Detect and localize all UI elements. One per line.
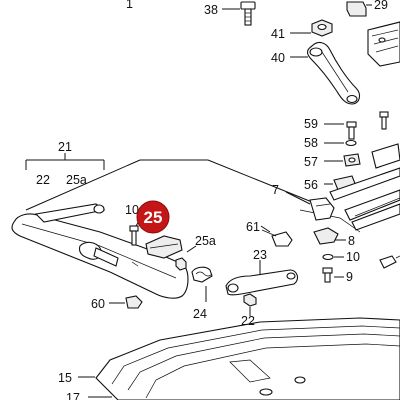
callout-60: 60 — [91, 297, 105, 311]
callout-23: 23 — [253, 248, 267, 262]
highlight-circle — [136, 200, 170, 234]
washer-10-right — [322, 253, 334, 261]
callout-15: 15 — [58, 371, 72, 385]
screw-9 — [322, 267, 333, 283]
upper-right-bracket — [367, 21, 400, 67]
callout-24: 24 — [193, 307, 207, 321]
callout-10-right: 10 — [346, 250, 360, 264]
callout-17: 17 — [66, 391, 80, 400]
nut-41 — [311, 19, 333, 37]
assembly-outline — [25, 159, 361, 233]
callout-57: 57 — [304, 155, 318, 169]
callout-22: 22 — [36, 173, 50, 187]
nut-25a — [175, 257, 187, 271]
washer-58 — [345, 139, 357, 147]
front-cross-member — [11, 203, 189, 299]
bracket-21 — [25, 153, 105, 170]
callout-9: 9 — [346, 270, 353, 284]
callout-58: 58 — [304, 136, 318, 150]
bracket-8 — [313, 227, 339, 245]
bracket-7 — [309, 197, 335, 221]
right-screws — [371, 111, 400, 169]
right-small-part — [379, 255, 400, 269]
callout-29: 29 — [374, 0, 388, 12]
bracket-25 — [145, 235, 183, 259]
callout-25a-mid: 25a — [195, 234, 216, 248]
callout-40: 40 — [271, 51, 285, 65]
arm-23 — [225, 269, 299, 296]
clip-57 — [343, 153, 361, 167]
callout-25a-top: 25a — [66, 173, 87, 187]
callout-7: 7 — [272, 183, 279, 197]
callout-41: 41 — [271, 27, 285, 41]
callout-59: 59 — [304, 117, 318, 131]
bracket-61 — [261, 229, 293, 247]
callout-8: 8 — [348, 234, 355, 248]
spring-24 — [191, 266, 213, 283]
callout-56: 56 — [304, 178, 318, 192]
clip-60 — [125, 295, 143, 309]
callout-22-bottom: 22 — [241, 314, 255, 328]
screw-59 — [346, 121, 357, 140]
callout-1: 1 — [126, 0, 133, 11]
block-29 — [346, 1, 367, 17]
arm-40 — [306, 41, 361, 105]
highlight-label: 25 — [144, 208, 163, 227]
callout-61: 61 — [246, 220, 260, 234]
bolt-38 — [240, 1, 256, 26]
screw-10-left — [129, 225, 139, 246]
right-rail — [329, 167, 400, 231]
roof-frame — [95, 317, 400, 400]
callout-38: 38 — [204, 3, 218, 17]
highlight-marker[interactable]: 25 — [136, 200, 170, 234]
nut-22-bottom — [243, 293, 257, 307]
callout-21: 21 — [58, 140, 72, 154]
callout-10-left: 10 — [125, 203, 139, 217]
